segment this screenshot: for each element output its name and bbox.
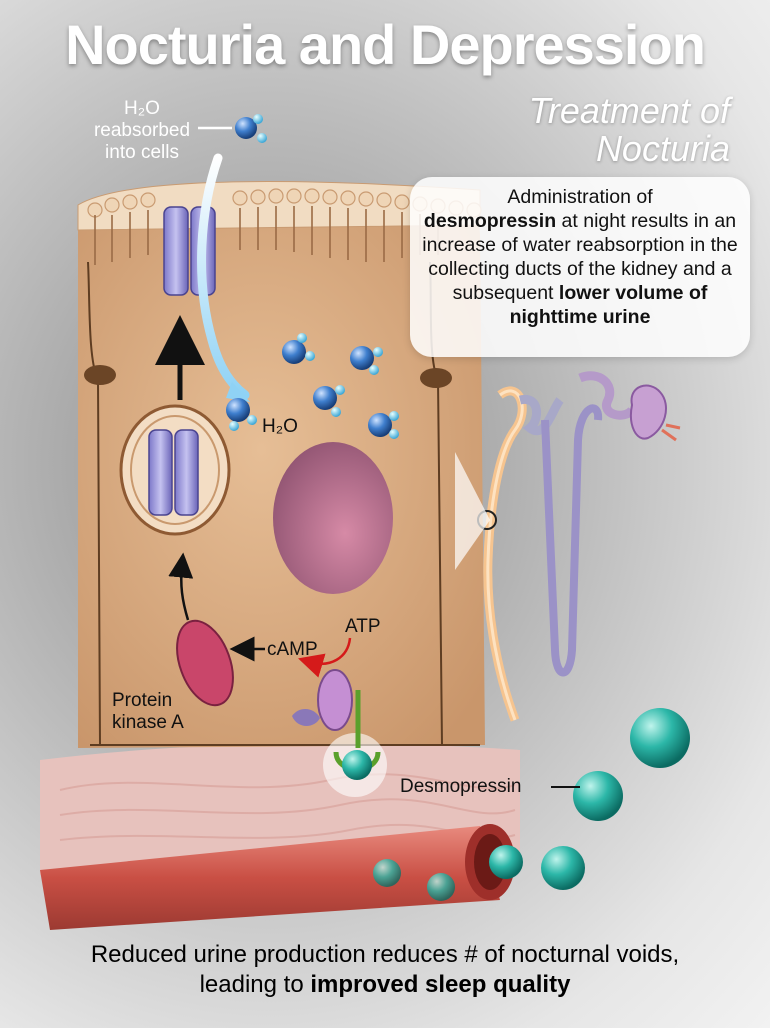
subtitle-line-2: Nocturia (595, 128, 730, 169)
label-desmopressin: Desmopressin (400, 776, 522, 797)
aquaporin-channel (163, 206, 216, 296)
v2-receptor (323, 690, 387, 797)
label-pka-line1: Protein (112, 690, 173, 711)
nucleus (273, 442, 393, 594)
callout-bold-desmopressin: desmopressin (423, 210, 557, 232)
footer-line-2-text: leading to (199, 971, 311, 998)
label-pka-line2: kinase A (112, 712, 184, 733)
footer-line-2: leading to improved sleep quality (0, 970, 770, 1000)
label-pka: Protein kinase A (112, 690, 184, 734)
subtitle: Treatment of Nocturia (529, 92, 730, 168)
adenylyl-cyclase (292, 669, 353, 731)
aquaporin-in-vesicle (148, 429, 199, 516)
page-title: Nocturia and Depression (65, 13, 706, 76)
callout-box: Administration of desmopressin at night … (410, 177, 750, 357)
label-atp: ATP (345, 616, 381, 637)
callout-text-2: at night results in an increase of water… (422, 210, 738, 304)
callout-text-1: Administration of (507, 186, 653, 208)
footer: Reduced urine production reduces # of no… (0, 940, 770, 1000)
label-h2o-reabsorbed: H₂O reabsorbed into cells (82, 98, 202, 164)
label-h2o-line2: reabsorbed (93, 120, 191, 141)
footer-line-1: Reduced urine production reduces # of no… (90, 941, 680, 968)
subtitle-line-1: Treatment of (528, 90, 730, 131)
label-h2o-line1: H₂O (124, 98, 160, 119)
nephron (477, 371, 681, 722)
water-flow-arrow (197, 153, 250, 400)
arrow-atp-to-camp (298, 637, 352, 678)
water-molecules (226, 114, 399, 439)
callout-bold-urine: lower volume of nighttime urine (509, 282, 708, 328)
arrow-pka-to-vesicle (168, 552, 194, 621)
label-camp: cAMP (267, 639, 318, 660)
label-h2o-line3: into cells (105, 142, 179, 163)
protein-kinase-a (176, 619, 234, 707)
footer-bold-sleep: improved sleep quality (310, 971, 571, 998)
desmopressin-molecules (373, 708, 690, 901)
label-h2o: H₂O (262, 416, 298, 437)
